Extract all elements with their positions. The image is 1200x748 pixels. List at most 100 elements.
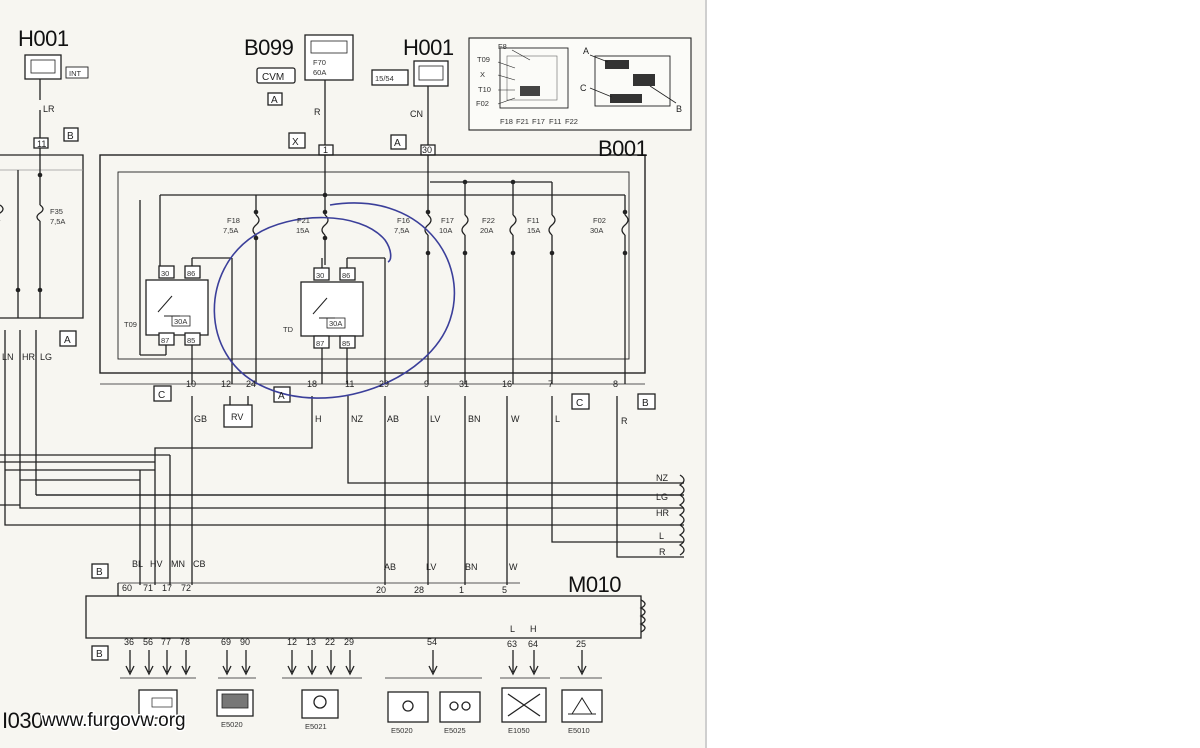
watermark: www.furgovw.org: [41, 710, 186, 731]
h001-left-label: H001: [18, 26, 69, 51]
relay-td-pin30: 30: [316, 271, 324, 280]
m010-pin-78: 78: [180, 637, 190, 647]
blank-right-area: [705, 0, 1200, 748]
relay-t09-label: T09: [124, 320, 137, 329]
b099-label: B099: [244, 35, 294, 60]
m010-pin-71: 71: [143, 583, 153, 593]
m010-pin-77: 77: [161, 637, 171, 647]
pin-31: 31: [459, 379, 469, 389]
connector-a-b099: A: [271, 95, 278, 106]
relay-td-pin87: 87: [316, 339, 324, 348]
m010-wire-l: L: [510, 624, 515, 634]
inset-f17: F17: [532, 117, 545, 126]
wire-w-bottom: W: [509, 562, 518, 572]
wire-cb: CB: [193, 559, 206, 569]
m010-pin-22: 22: [325, 637, 335, 647]
connector-c-right: C: [576, 398, 583, 409]
wire-l-top: L: [555, 414, 560, 424]
wire-hr-right: HR: [656, 508, 669, 518]
wire-nz-right: NZ: [656, 473, 668, 483]
m010-label: M010: [568, 572, 621, 597]
relay-t09-amp: 30A: [174, 317, 187, 326]
m010-pin-28: 28: [414, 585, 424, 595]
pin-1-top: 1: [323, 145, 328, 155]
fuse-f21-amp: 15A: [296, 226, 309, 235]
relay-t09-pin30: 30: [161, 269, 169, 278]
wire-r-b099: R: [314, 107, 321, 117]
inset-b: B: [676, 104, 682, 114]
fuse-f17-amp: 10A: [439, 226, 452, 235]
connector-x: X: [292, 137, 299, 148]
m010-pin-1: 1: [459, 585, 464, 595]
wire-h-top: H: [315, 414, 322, 424]
inset-t10: T10: [478, 85, 491, 94]
pin-11-left: 11: [37, 139, 46, 149]
wire-ab-bottom: AB: [384, 562, 396, 572]
inset-x: X: [480, 70, 485, 79]
relay-td-pin85: 85: [342, 339, 350, 348]
pin-10: 10: [186, 379, 196, 389]
fuse-f02-id: F02: [593, 216, 606, 225]
m010-pin-72: 72: [181, 583, 191, 593]
fuse-f21-id: F21: [297, 216, 310, 225]
wire-lv-bottom: LV: [426, 562, 436, 572]
m010-pin-17: 17: [162, 583, 172, 593]
relay-t09-pin86: 86: [187, 269, 195, 278]
pin-8: 8: [613, 379, 618, 389]
b099-amp: 60A: [313, 68, 326, 77]
inset-f21: F21: [516, 117, 529, 126]
cvm-label: CVM: [262, 72, 284, 83]
m010-pin-25: 25: [576, 639, 586, 649]
wire-lr: LR: [43, 104, 55, 114]
wire-mn: MN: [171, 559, 185, 569]
fuse-f02-amp: 30A: [590, 226, 603, 235]
comp-i030: I030: [2, 708, 43, 733]
fuse-f18-id: F18: [227, 216, 240, 225]
left-fuse-amp: 7,5A: [50, 217, 65, 226]
comp-e5021: E5021: [305, 722, 327, 731]
relay-td-label: TD: [283, 325, 294, 334]
connector-b-m010-bottom: B: [96, 649, 103, 660]
wire-gb: GB: [194, 414, 207, 424]
inset-a: A: [583, 46, 589, 56]
inset-f22: F22: [565, 117, 578, 126]
pin-18: 18: [307, 379, 317, 389]
connector-a-bottom: A: [278, 391, 285, 402]
m010-pin-69: 69: [221, 637, 231, 647]
relay-t09-pin87: 87: [161, 336, 169, 345]
m010-pin-13: 13: [306, 637, 316, 647]
wire-hv: HV: [150, 559, 163, 569]
b099-fuse: F70: [313, 58, 326, 67]
pin-16: 16: [502, 379, 512, 389]
comp-e5020-right: E5020: [391, 726, 413, 735]
wire-l-right: L: [659, 531, 664, 541]
wire-bn-top: BN: [468, 414, 481, 424]
wire-hr-left: HR: [22, 352, 35, 362]
fuse-relay-wiring-diagram: H001 INT LR 11 B F35 7,5A A LN HR LG B09…: [0, 26, 692, 735]
fuse-f16-amp: 7,5A: [394, 226, 409, 235]
inset-t09: T09: [477, 55, 490, 64]
pin-30-top: 30: [422, 145, 432, 155]
fuse-f16-id: F16: [397, 216, 410, 225]
wire-lg-left: LG: [40, 352, 52, 362]
m010-pin-12: 12: [287, 637, 297, 647]
fuse-f11-amp: 15A: [527, 226, 540, 235]
connector-b-right: B: [642, 398, 649, 409]
inset-f8: F8: [498, 42, 507, 51]
m010-pin-54: 54: [427, 637, 437, 647]
comp-e5020-left: E5020: [221, 720, 243, 729]
wiring-diagram-scan: H001 INT LR 11 B F35 7,5A A LN HR LG B09…: [0, 0, 705, 748]
connector-a-left: A: [64, 335, 71, 346]
m010-pin-64: 64: [528, 639, 538, 649]
wire-cn: CN: [410, 109, 423, 119]
wire-rv: RV: [231, 412, 243, 422]
inset-f11: F11: [549, 117, 561, 126]
wire-bn-bottom: BN: [465, 562, 478, 572]
pin-24: 24: [246, 379, 256, 389]
inset-f18: F18: [500, 117, 513, 126]
fuse-f22-amp: 20A: [480, 226, 493, 235]
comp-e1050: E1050: [508, 726, 530, 735]
inset-c: C: [580, 83, 587, 93]
m010-pin-56: 56: [143, 637, 153, 647]
relay-td-pin86: 86: [342, 271, 350, 280]
